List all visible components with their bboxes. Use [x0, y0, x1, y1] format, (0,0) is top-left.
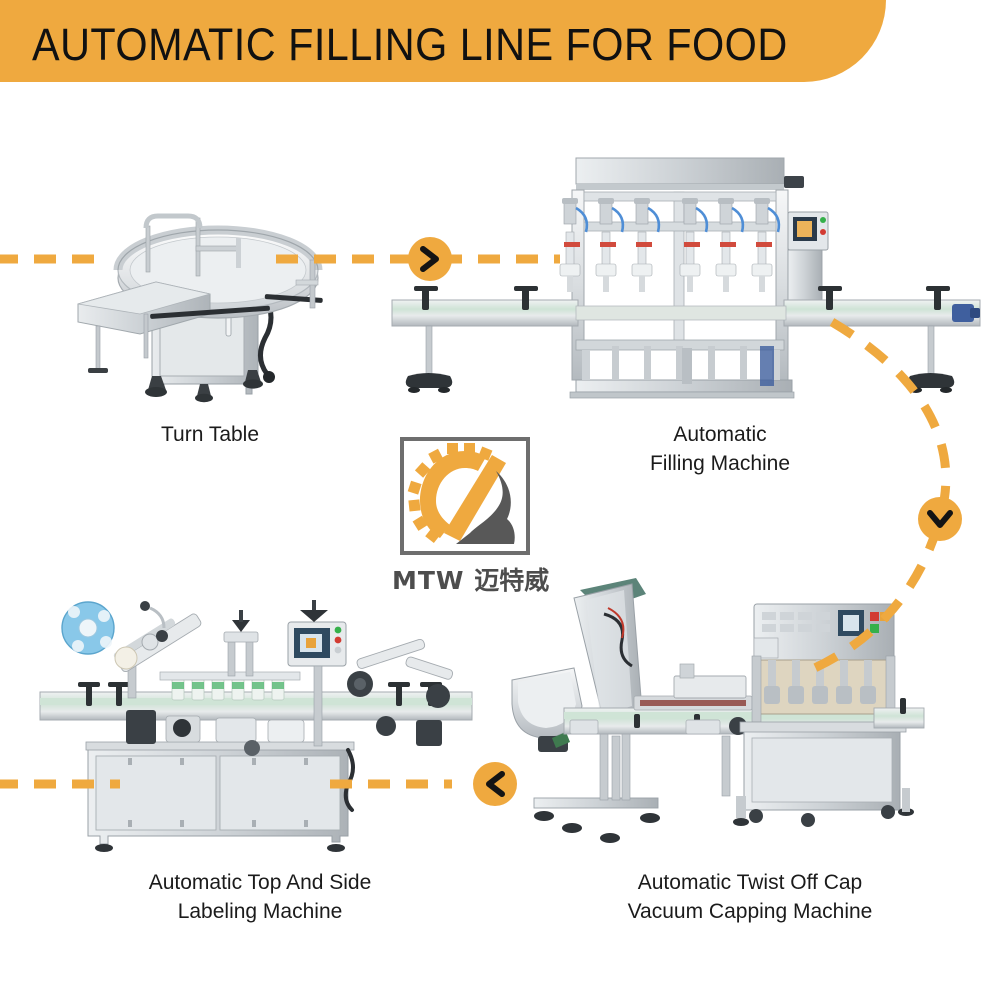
- page-title: AUTOMATIC FILLING LINE FOR FOOD: [32, 19, 788, 70]
- chevron-down-icon: [927, 510, 953, 528]
- flow-arrow-left[interactable]: [473, 762, 517, 806]
- logo-mark-icon: [407, 443, 515, 544]
- caption-line: Automatic Top And Side: [148, 871, 372, 894]
- caption-line: Automatic Twist Off Cap: [637, 871, 863, 894]
- header-banner: AUTOMATIC FILLING LINE FOR FOOD: [0, 0, 886, 82]
- chevron-left-icon: [486, 771, 505, 797]
- logo-wordmark: MTW 迈特威: [392, 561, 549, 597]
- flow-arrow-down[interactable]: [918, 497, 962, 541]
- machine-image-turn-table: [60, 108, 370, 403]
- caption-line: Turn Table: [160, 423, 260, 446]
- chevron-right-icon: [420, 246, 439, 272]
- caption-line: Filling Machine: [649, 452, 791, 475]
- caption-line: Vacuum Capping Machine: [627, 900, 873, 923]
- caption-automatic-filling-machine: Automatic Filling Machine: [570, 420, 870, 478]
- machine-image-labeling-machine: [30, 560, 482, 860]
- caption-labeling-machine: Automatic Top And Side Labeling Machine: [40, 868, 480, 926]
- logo-brand: MTW: [392, 566, 465, 595]
- machine-image-automatic-filling-machine: [386, 148, 986, 400]
- flow-arrow-right[interactable]: [408, 237, 452, 281]
- caption-capping-machine: Automatic Twist Off Cap Vacuum Capping M…: [530, 868, 970, 926]
- brand-logo: MTW 迈特威: [392, 437, 549, 602]
- machine-image-capping-machine: [508, 560, 932, 862]
- caption-line: Automatic: [673, 423, 767, 446]
- logo-frame: [400, 437, 530, 555]
- caption-line: Labeling Machine: [177, 900, 343, 923]
- caption-turn-table: Turn Table: [60, 420, 360, 449]
- logo-brand-cn: 迈特威: [474, 566, 550, 595]
